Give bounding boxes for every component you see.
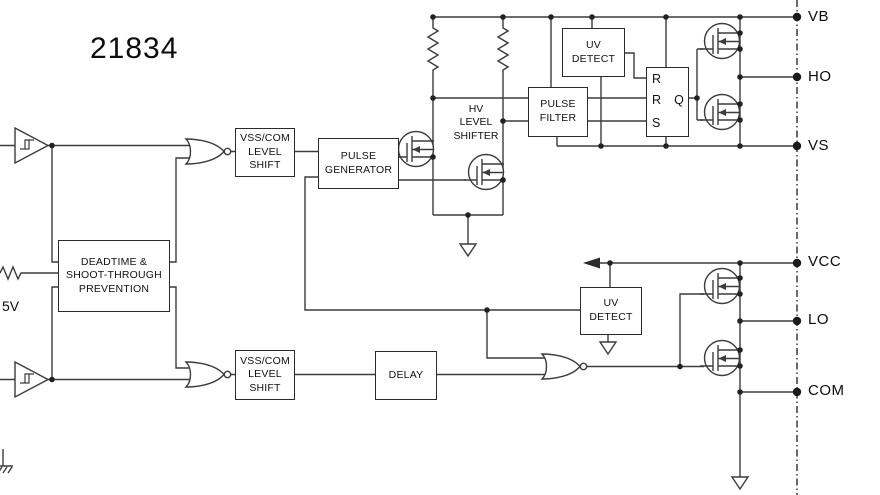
bootstrap-resistor-1 [426, 17, 440, 215]
terminal-label-vb: VB [808, 8, 830, 25]
latch-pin-s: S [652, 116, 661, 130]
latch-pin-r2: R [652, 93, 662, 107]
delay-block: DELAY [375, 351, 437, 400]
vsscom-level-shift-high-block: VSS/COM LEVEL SHIFT [235, 128, 295, 177]
lo-driver-mosfet-bottom-icon [699, 339, 741, 377]
latch-pin-q: Q [674, 93, 684, 107]
part-number-title: 21834 [90, 32, 179, 65]
ground-arrow-icon [730, 476, 750, 491]
terminal-label-lo: LO [808, 311, 830, 328]
terminal-label-com: COM [808, 382, 845, 399]
schmitt-buffer-hin-icon [14, 126, 50, 165]
ho-driver-mosfet-bottom-icon [699, 93, 741, 131]
bootstrap-resistor-2 [496, 17, 510, 215]
lo-driver-mosfet-top-icon [699, 267, 741, 305]
vsscom-level-shift-low-block: VSS/COM LEVEL SHIFT [235, 350, 295, 400]
pulse-filter-block: PULSE FILTER [528, 87, 588, 137]
input-wiring [0, 144, 580, 474]
deadtime-block: DEADTIME & SHOOT-THROUGH PREVENTION [58, 240, 170, 312]
uv-detect-high-block: UV DETECT [562, 28, 625, 77]
low-side-wiring [587, 262, 797, 477]
terminal-label-vs: VS [808, 137, 830, 154]
earth-ground-icon [0, 449, 13, 474]
schmitt-buffer-lin-icon [14, 360, 50, 399]
latch-pin-r1: R [652, 72, 662, 86]
nor-gate-high-icon [184, 138, 232, 165]
ground-arrow-icon [458, 243, 478, 258]
rs-latch-block: R R S Q [646, 67, 689, 137]
ho-driver-mosfet-top-icon [699, 22, 741, 60]
ground-arrow-icon [598, 341, 618, 356]
nor-gate-low-icon [184, 361, 232, 388]
hv-shifter-mosfet-1-icon [393, 130, 435, 168]
pulse-generator-block: PULSE GENERATOR [318, 138, 399, 189]
hv-shifter-mosfet-2-icon [463, 153, 505, 191]
dt-resistor [0, 265, 58, 281]
nor-gate-output-icon [540, 353, 588, 380]
vcc-supply-arrow-icon [583, 257, 600, 269]
terminal-label-vcc: VCC [808, 253, 842, 270]
junction-dots [49, 14, 743, 395]
hv-level-shifter-label: HV LEVEL SHIFTER [453, 102, 499, 142]
uv-detect-low-block: UV DETECT [580, 287, 642, 335]
supply-5v-label: 5V [2, 298, 20, 314]
terminal-label-ho: HO [808, 68, 832, 85]
